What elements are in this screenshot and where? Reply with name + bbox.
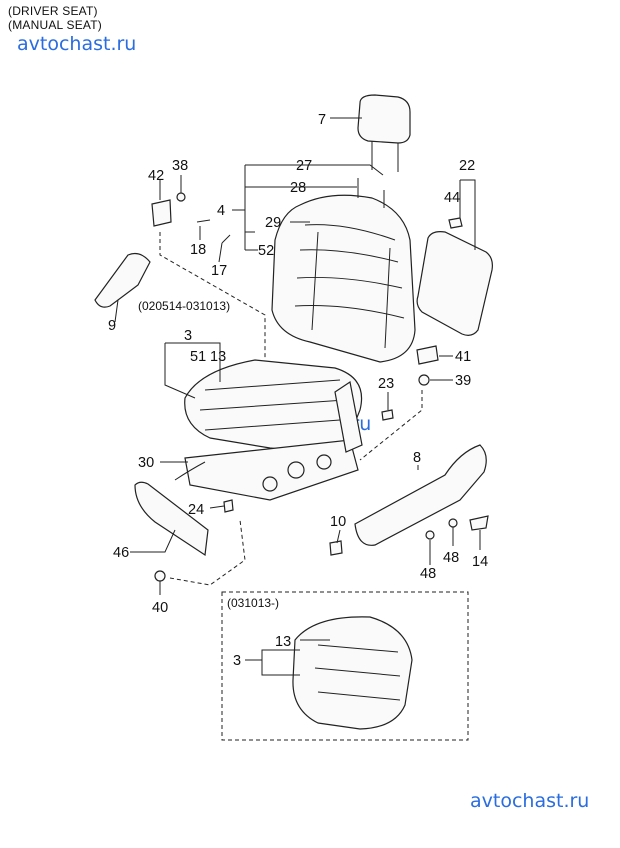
seat-cushion-early-part[interactable] [184, 359, 363, 451]
seat-frame-part[interactable] [184, 380, 363, 501]
guide-line-right [359, 390, 423, 461]
callout-41: 41 [455, 349, 471, 365]
callout-51: 51 [190, 349, 206, 365]
callout-27: 27 [296, 158, 312, 174]
front-trim-part[interactable] [134, 481, 209, 557]
callout-24: 24 [188, 502, 204, 518]
back-cover-panel-part[interactable] [416, 231, 493, 336]
callout-10: 10 [330, 514, 346, 530]
callout-13-late: 13 [275, 634, 291, 650]
callout-9: 9 [108, 318, 116, 334]
callout-22: 22 [459, 158, 475, 174]
headrest-part[interactable] [357, 94, 411, 172]
callout-52: 52 [258, 243, 274, 259]
callout-28: 28 [290, 180, 306, 196]
callout-44: 44 [444, 190, 460, 206]
callout-42: 42 [148, 168, 164, 184]
pin-part[interactable] [221, 234, 231, 244]
diagram-header-line1: (DRIVER SEAT) [8, 4, 98, 18]
diagram-header-line2: (MANUAL SEAT) [8, 18, 102, 32]
callout-8: 8 [413, 450, 421, 466]
cap-14-part[interactable] [469, 515, 489, 531]
seat-cushion-late-part[interactable] [292, 616, 413, 730]
watermark-bottom: avtochast.ru [470, 790, 590, 812]
seat-back-part[interactable] [271, 194, 416, 363]
nut-part[interactable] [418, 374, 430, 386]
bolt-23-part[interactable] [381, 409, 394, 421]
callout-29: 29 [265, 215, 281, 231]
callout-38: 38 [172, 158, 188, 174]
side-trim-part[interactable] [94, 252, 151, 308]
callout-39: 39 [455, 373, 471, 389]
adjust-lever-part[interactable] [174, 461, 206, 481]
watermark-top: avtochast.ru [17, 33, 137, 55]
bolt-10-part[interactable] [329, 540, 343, 556]
callout-23: 23 [378, 376, 394, 392]
screw-part[interactable] [196, 219, 211, 223]
clip-part[interactable] [448, 217, 463, 229]
callout-3-early: 3 [184, 328, 192, 344]
callout-7: 7 [318, 112, 326, 128]
guide-line-upper [159, 232, 266, 360]
side-shield-part[interactable] [354, 444, 487, 546]
callout-14: 14 [472, 554, 488, 570]
callout-40: 40 [152, 600, 168, 616]
callout-13-early: 13 [210, 349, 226, 365]
cap-48b-part[interactable] [448, 518, 458, 528]
callout-18: 18 [190, 242, 206, 258]
callout-30: 30 [138, 455, 154, 471]
clip-40-part[interactable] [154, 570, 166, 582]
variant-label-late: (031013-) [227, 596, 279, 610]
callout-17: 17 [211, 263, 227, 279]
callout-48-right: 48 [443, 550, 459, 566]
callout-46: 46 [113, 545, 129, 561]
callout-4: 4 [217, 203, 225, 219]
guide-bolts [357, 178, 385, 208]
variant-label-early: (020514-031013) [138, 299, 230, 313]
cap-48a-part[interactable] [425, 530, 435, 540]
cover-cap-part[interactable] [416, 345, 439, 365]
bolt-24-part[interactable] [223, 499, 234, 513]
variant-box-late [221, 591, 469, 741]
bolt-part[interactable] [176, 192, 186, 202]
leader-lines [114, 117, 481, 676]
bracket-part[interactable] [151, 199, 172, 227]
callout-48-left: 48 [420, 566, 436, 582]
callout-3-late: 3 [233, 653, 241, 669]
